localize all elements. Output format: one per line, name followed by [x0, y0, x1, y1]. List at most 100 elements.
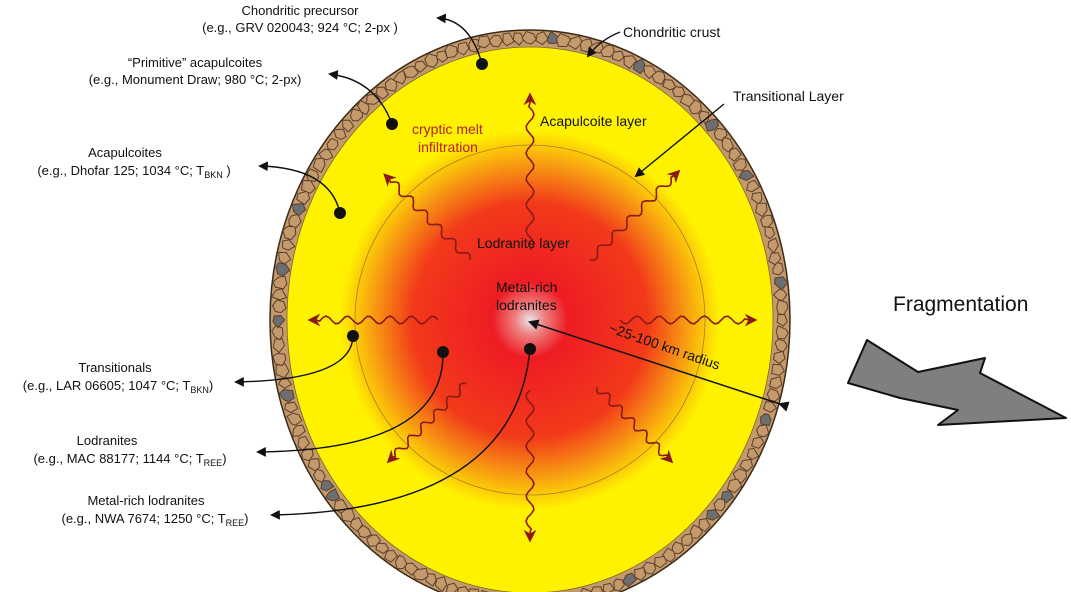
crust-cell	[535, 31, 549, 46]
callout-detail: (e.g., MAC 88177; 1144 °C; TREE)	[33, 451, 226, 468]
crust-cell	[301, 448, 314, 462]
crust-cell	[342, 119, 355, 133]
crust-cell	[642, 561, 657, 575]
callout-detail: (e.g., LAR 06605; 1047 °C; TBKN)	[23, 378, 213, 395]
crust-cell	[275, 363, 290, 379]
lodranite-layer-label: Lodranite layer	[477, 235, 570, 251]
crust-cell	[776, 299, 789, 316]
crust-cell	[567, 35, 583, 50]
callout-lodranites: Lodranites (e.g., MAC 88177; 1144 °C; TR…	[33, 346, 449, 468]
crust-cell	[300, 179, 316, 194]
callout-title: Lodranites	[77, 433, 138, 448]
crust-cell	[272, 314, 286, 329]
crust-cell	[555, 32, 572, 48]
fragmentation-arrow	[847, 339, 1067, 426]
crust-cell	[468, 588, 480, 592]
melt-pathway-arrow	[590, 169, 681, 261]
crust-cell	[320, 480, 335, 492]
crust-cell	[333, 128, 347, 140]
crust-cell	[662, 79, 677, 91]
crust-cell	[402, 65, 419, 78]
crust-cell	[764, 226, 776, 240]
crust-cell	[755, 202, 768, 218]
crust-cell	[623, 55, 638, 70]
crust-cell	[622, 572, 638, 588]
crust-cell	[751, 436, 765, 449]
crust-cell	[318, 148, 334, 161]
crust-cell	[502, 32, 515, 47]
crust-cell	[457, 41, 470, 56]
crust-cell	[272, 299, 287, 314]
crust-cell	[488, 34, 503, 48]
crust-cell	[292, 424, 306, 437]
cryptic-melt-label-2: infiltration	[418, 139, 478, 155]
crust-cell	[662, 547, 676, 563]
crust-cell	[671, 541, 685, 555]
callout-detail: (e.g., Monument Draw; 980 °C; 2-px)	[89, 72, 302, 87]
crust-cell	[272, 275, 288, 290]
callout-title: Chondritic precursor	[241, 3, 359, 18]
crust-cell	[654, 555, 668, 569]
crust-cell	[356, 99, 370, 116]
crust-cell	[457, 586, 470, 592]
crust-cell	[746, 447, 760, 460]
melt-pathway-arrow	[307, 313, 439, 327]
crust-cell	[689, 524, 703, 539]
crust-cell	[270, 288, 288, 301]
crust-cell	[271, 324, 284, 341]
crust-cell	[600, 44, 616, 58]
crust-cell	[326, 137, 339, 151]
callout-title: “Primitive” acapulcoites	[128, 55, 263, 70]
crust-cell	[272, 337, 286, 354]
core-label-1: Metal-rich	[496, 279, 557, 295]
crust-cell	[767, 237, 780, 254]
crust-cell	[739, 458, 754, 472]
crust-cell	[613, 578, 626, 592]
callout-title: Acapulcoites	[88, 145, 162, 160]
melt-pathway-arrow	[523, 389, 537, 543]
crust-label: Chondritic crust	[623, 24, 720, 40]
transitional-layer-label: Transitional Layer	[733, 88, 844, 104]
crust-cell	[756, 424, 770, 438]
callout-metal-rich-lodranites: Metal-rich lodranites (e.g., NWA 7674; 1…	[61, 343, 536, 528]
callout-detail: (e.g., NWA 7674; 1250 °C; TREE)	[61, 511, 248, 528]
crust-cell	[681, 533, 693, 546]
crust-cell	[272, 352, 287, 367]
callout-title: Metal-rich lodranites	[87, 493, 205, 508]
crust-cell	[376, 86, 390, 100]
crust-cell	[383, 549, 399, 563]
crust-cell	[726, 478, 743, 494]
melt-pathway-arrow	[523, 92, 537, 251]
crust-cell	[313, 468, 326, 483]
callout-detail: (e.g., GRV 020043; 924 °C; 2-px )	[202, 20, 398, 35]
crust-cell	[282, 239, 296, 251]
core-label-2: lodranites	[496, 297, 557, 313]
crust-cell	[732, 158, 747, 171]
crust-cell	[721, 136, 734, 153]
crust-cell	[278, 251, 292, 265]
transitional-layer-pointer	[634, 103, 725, 178]
callout-transitionals: Transitionals (e.g., LAR 06605; 1047 °C;…	[23, 330, 359, 395]
crust-cell	[434, 576, 448, 592]
crust-cell	[738, 169, 755, 182]
crust-cell	[713, 498, 726, 512]
crust-cell	[728, 147, 742, 162]
crust-cell	[284, 401, 299, 414]
crust-cell	[611, 50, 625, 62]
crust-pointer	[586, 31, 621, 58]
crust-cell	[292, 203, 307, 217]
callout-detail: (e.g., Dhofar 125; 1034 °C; TBKN )	[37, 163, 230, 180]
crust-cell	[772, 262, 784, 276]
cryptic-melt-label-1: cryptic melt	[412, 121, 483, 137]
crust-cell	[375, 542, 390, 555]
callout-title: Transitionals	[78, 360, 152, 375]
melt-pathway-arrow	[383, 173, 471, 260]
crust-cell	[773, 276, 789, 291]
crust-cell	[632, 58, 648, 75]
crust-cell	[746, 179, 761, 193]
callout-acapulcoites: Acapulcoites (e.g., Dhofar 125; 1034 °C;…	[37, 145, 346, 219]
crust-cell	[365, 92, 381, 105]
crust-cell	[580, 587, 592, 592]
crust-cell	[286, 412, 303, 426]
crust-cell	[704, 118, 720, 132]
